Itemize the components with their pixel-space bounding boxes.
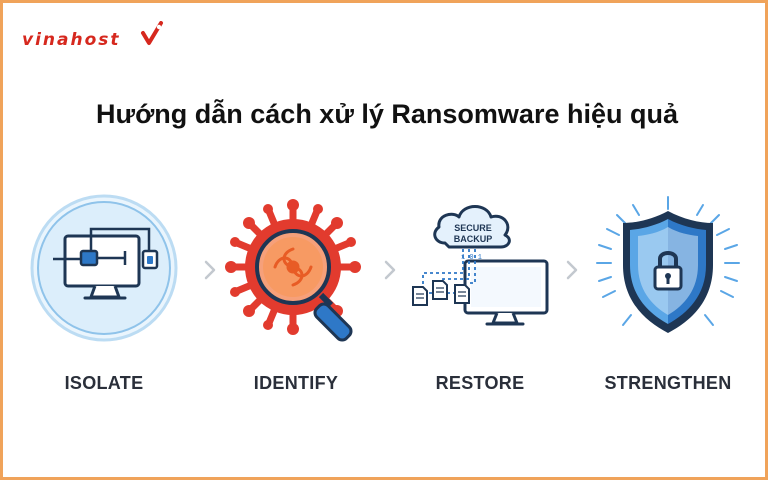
svg-text:1 0 1: 1 0 1 xyxy=(461,254,482,262)
step-label-identify: IDENTIFY xyxy=(253,373,339,393)
page-title: Hướng dẫn cách xử lý Ransomware hiệu quả xyxy=(96,99,678,129)
cloud-label-line1: SECURE xyxy=(454,223,492,233)
vinahost-logo: vinahost xyxy=(22,21,163,50)
logo-check-icon xyxy=(141,21,163,45)
chevron-right-icon xyxy=(204,260,216,280)
virus-magnifier-icon xyxy=(225,199,361,342)
shield-lock-icon xyxy=(596,196,740,333)
step-label-restore: RESTORE xyxy=(435,373,525,393)
chevron-right-icon xyxy=(566,260,578,280)
step-label-isolate: ISOLATE xyxy=(64,373,144,393)
step-label-strengthen: STRENGTHEN xyxy=(604,373,732,393)
logo-text: vinahost xyxy=(22,30,121,50)
secure-backup-icon: SECURE BACKUP 1 0 10 1 1 xyxy=(412,205,549,326)
isolated-monitor-icon xyxy=(30,194,178,342)
cloud-label-line2: BACKUP xyxy=(454,234,493,244)
chevron-right-icon xyxy=(384,260,396,280)
